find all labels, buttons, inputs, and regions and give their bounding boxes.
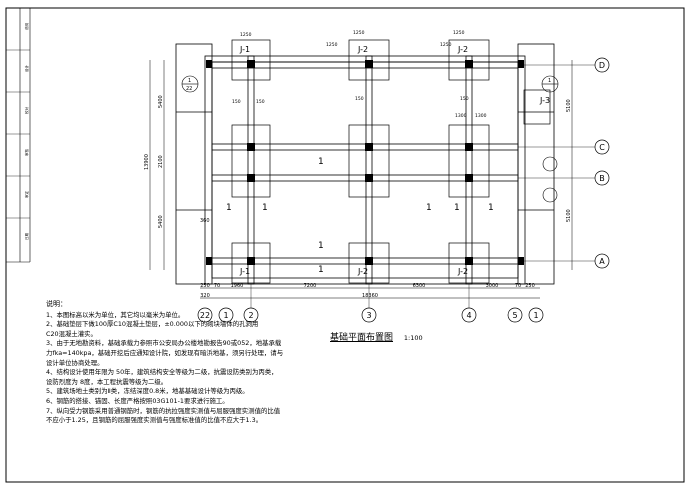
dim-bottom-320: 320 xyxy=(200,293,210,299)
strip-label-4: 审核 xyxy=(24,149,29,156)
note-line: 2、基础垫层下做100厚C10混凝土垫层，±0.000以下的砌块墙体的孔洞用 xyxy=(46,320,259,329)
axis-right-c: C xyxy=(599,143,605,152)
columns xyxy=(206,60,524,265)
dim-bottom-70b: 70 xyxy=(515,283,521,289)
dim-bottom-7200: 7200 xyxy=(304,283,317,289)
strip-label-3: 校对 xyxy=(24,107,29,114)
axis-bottom-1: 1 xyxy=(223,311,228,320)
dim-left-5400a: 5400 xyxy=(158,95,164,108)
axis-right-b: B xyxy=(599,174,605,183)
section-mark-4: 1 xyxy=(226,203,232,213)
note-line: 力fka=140kpa，基础开挖后应通知设计院，如发现有暗浜地基，须另行处理，请… xyxy=(46,348,284,357)
footing-label-right: J-3 xyxy=(539,96,550,105)
footing-label-bottom-2: J-2 xyxy=(357,267,368,276)
section-mark-1: 1 xyxy=(318,157,324,167)
bottom-axis-bubbles xyxy=(197,307,544,323)
axis-bottom-2: 2 xyxy=(248,311,253,320)
footings xyxy=(231,39,551,284)
note-line: 1、本图标高以米为单位，其它均以毫米为单位。 xyxy=(46,310,185,319)
axis-right-d: D xyxy=(599,61,605,70)
dim-mid-2: 1300 xyxy=(475,113,487,119)
dim-right-5100b: 5100 xyxy=(566,209,572,222)
bottom-dim-lines xyxy=(200,287,540,299)
section-mark-7: 1 xyxy=(454,203,460,213)
dim-bottom-total: 18360 xyxy=(362,293,378,299)
note-line: 4、结构设计使用年限为 50年，建筑结构安全等级为二级，抗震设防类别为丙类， xyxy=(46,368,278,377)
section-mark-8: 1 xyxy=(488,203,494,213)
left-dim-lines xyxy=(149,60,165,270)
dim-bottom-1960: 1960 xyxy=(231,283,244,289)
dim-150-1: 150 xyxy=(232,99,241,105)
footing-label-bottom-3: J-2 xyxy=(457,267,468,276)
notes-heading: 说明： xyxy=(46,300,67,308)
drawing-scale: 1:100 xyxy=(403,334,423,342)
dim-bottom-6300: 6300 xyxy=(413,283,426,289)
drawing-title-block: 基础平面布置图 1:100 xyxy=(330,330,423,343)
note-line: 设计单位协商处理。 xyxy=(46,358,104,367)
dim-bottom-70a: 70 xyxy=(214,283,220,289)
strip-label-6: 日期 xyxy=(24,233,29,240)
axis-bottom-1b: 1 xyxy=(533,311,538,320)
design-notes: 说明： 1、本图标高以米为单位，其它均以毫米为单位。 2、基础垫层下做100厚C… xyxy=(46,300,606,426)
section-mark-3: 1 xyxy=(318,265,324,275)
note-line: 不应小于1.25，且钢筋的屈服强度实测值与强度标准值的比值不应大于1.3。 xyxy=(46,416,263,425)
dim-bottom-250b: 250 xyxy=(525,283,535,289)
dim-side-1: 150 xyxy=(355,96,364,102)
dim-bottom-250a: 250 xyxy=(200,283,210,289)
dim-side-2: 150 xyxy=(460,96,469,102)
dim-top-3: 1250 xyxy=(453,30,465,36)
note-line: 3、由于无地勘资料，基础承载力参照市公安局办公楼地勘报告90或052，地基承载 xyxy=(46,339,282,348)
callout-left-num: 1 xyxy=(188,78,191,84)
dim-left-5400b: 5400 xyxy=(158,215,164,228)
footing-label-top-2: J-2 xyxy=(357,45,368,54)
dim-top2-2: 1250 xyxy=(440,42,452,48)
note-line: 7、纵向受力钢筋采用普通钢筋时，钢筋的抗拉强度实测值与屈服强度实测值的比值 xyxy=(46,406,281,415)
drawing-title: 基础平面布置图 xyxy=(330,333,394,343)
strip-label-1: 说明 xyxy=(24,23,29,30)
note-line: 6、钢筋的搭接、锚固、长度严格按照03G101-1要求进行施工。 xyxy=(46,396,229,405)
strip-label-2: 设计 xyxy=(24,65,29,72)
dim-left-total: 13900 xyxy=(144,154,150,170)
note-line: 设防烈度为 8度，本工程抗震等级为二级。 xyxy=(46,377,168,386)
dim-right-5100a: 5100 xyxy=(566,99,572,112)
strip-label-5: 审定 xyxy=(24,191,29,198)
note-line: 5、建筑场地土类别为Ⅱ类，冻结深度0.8米，地基基础设计等级为丙级。 xyxy=(46,387,249,396)
axis-bottom-3: 3 xyxy=(366,311,371,320)
section-mark-2: 1 xyxy=(318,241,324,251)
callout-right-num: 1 xyxy=(548,78,551,84)
dim-left-2100: 2100 xyxy=(158,155,164,168)
note-line: C20混凝土灌实。 xyxy=(46,329,97,338)
left-callouts xyxy=(181,75,559,203)
dim-bottom-3000: 3000 xyxy=(486,283,499,289)
dim-mid-1: 1300 xyxy=(455,113,467,119)
section-mark-6: 1 xyxy=(426,203,432,213)
axis-bottom-5: 5 xyxy=(512,311,517,320)
section-mark-5: 1 xyxy=(262,203,268,213)
axis-bottom-4: 4 xyxy=(466,311,471,320)
dim-top-1: 1250 xyxy=(240,32,252,38)
footing-label-top-3: J-2 xyxy=(457,45,468,54)
ground-beams xyxy=(211,55,519,285)
dim-top-2: 1250 xyxy=(353,30,365,36)
right-axis-bubbles xyxy=(594,57,610,269)
dim-top2-1: 1250 xyxy=(326,42,338,48)
callout-left-denom: 22 xyxy=(186,86,192,92)
dim-150-2: 150 xyxy=(256,99,265,105)
axis-bottom-22: 22 xyxy=(200,311,210,320)
left-title-strip: 说明 设计 校对 审核 审定 日期 xyxy=(6,8,31,263)
dim-left-360: 360 xyxy=(200,218,210,224)
sheet-border xyxy=(5,7,685,483)
axis-right-a: A xyxy=(599,257,605,266)
footing-label-bottom-1: J-1 xyxy=(239,267,250,276)
footing-label-top-1: J-1 xyxy=(239,45,250,54)
